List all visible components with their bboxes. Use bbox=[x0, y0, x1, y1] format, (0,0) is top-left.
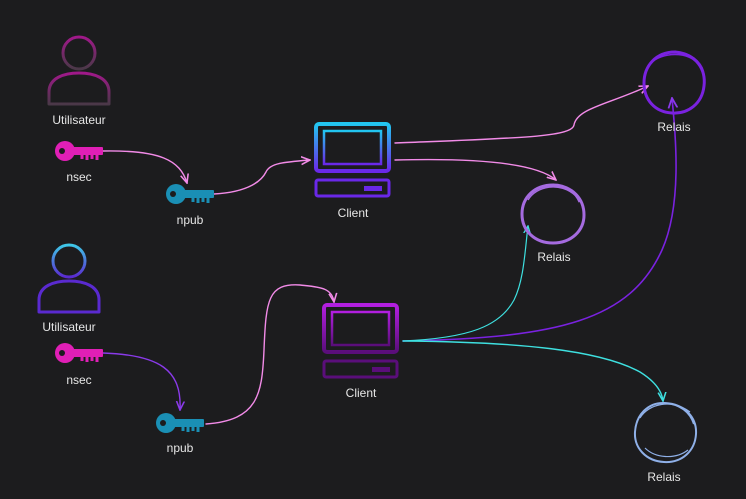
relay-3-label: Relais bbox=[647, 470, 681, 484]
relay-node-2 bbox=[520, 183, 586, 245]
arrow-client1-to-relay2 bbox=[394, 158, 556, 180]
user-icon bbox=[47, 35, 111, 106]
client-2-label: Client bbox=[345, 386, 377, 400]
key-icon bbox=[166, 184, 214, 204]
arrow-npub2-to-client2 bbox=[205, 284, 334, 425]
relay-2-label: Relais bbox=[537, 250, 571, 264]
nsec-2-label: nsec bbox=[66, 373, 92, 387]
arrow-npub1-to-client1 bbox=[213, 160, 310, 195]
user-1-label: Utilisateur bbox=[52, 113, 106, 127]
key-icon bbox=[55, 141, 103, 161]
key-icon bbox=[55, 343, 103, 363]
computer-icon bbox=[314, 122, 391, 198]
user-2-label: Utilisateur bbox=[42, 320, 96, 334]
connections bbox=[102, 86, 676, 425]
arrow-client2-to-relay2 bbox=[402, 226, 528, 342]
circle-icon bbox=[520, 183, 586, 245]
computer-icon bbox=[322, 303, 399, 379]
nsec-1-label: nsec bbox=[66, 170, 92, 184]
arrow-nsec1-to-npub1 bbox=[102, 150, 187, 183]
arrow-client2-to-relay1 bbox=[402, 98, 676, 342]
relay-node-3 bbox=[633, 401, 698, 464]
npub-2-label: npub bbox=[166, 441, 194, 455]
npub-1-label: npub bbox=[176, 213, 204, 227]
arrow-nsec2-to-npub2 bbox=[102, 352, 180, 410]
relay-1-label: Relais bbox=[657, 120, 691, 134]
user-icon bbox=[37, 243, 101, 314]
circle-icon bbox=[642, 50, 706, 115]
key-icon bbox=[156, 413, 204, 433]
arrow-client2-to-relay3 bbox=[402, 340, 663, 401]
relay-node-1 bbox=[642, 50, 706, 115]
arrow-client1-to-relay1 bbox=[394, 86, 648, 144]
client-1-label: Client bbox=[337, 206, 369, 220]
